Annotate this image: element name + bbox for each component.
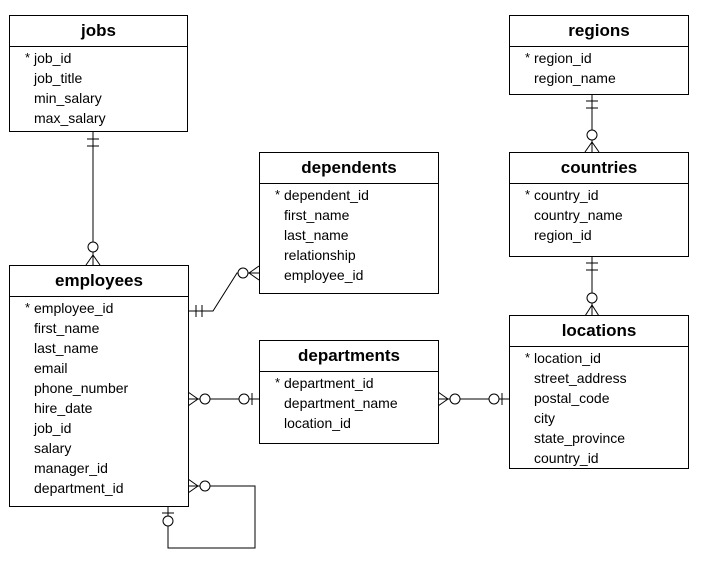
attribute-row: region_name (510, 68, 688, 88)
attribute-row: *country_id (510, 185, 688, 205)
entity-regions[interactable]: regions *region_id region_name (509, 15, 689, 95)
attribute-name: region_name (534, 70, 616, 86)
attribute-name: country_name (534, 207, 623, 223)
attribute-name: min_salary (34, 90, 102, 106)
attribute-row: location_id (260, 413, 438, 433)
attribute-name: postal_code (534, 390, 610, 406)
link-departments-locations (437, 391, 509, 407)
entity-title: countries (510, 153, 688, 184)
link-regions-countries (584, 94, 600, 153)
attribute-row: last_name (10, 338, 188, 358)
attribute-row: relationship (260, 245, 438, 265)
attribute-row: country_name (510, 205, 688, 225)
link-employees-dependents (188, 265, 260, 317)
link-employees-self (162, 478, 256, 549)
attribute-row: last_name (260, 225, 438, 245)
attribute-name: first_name (34, 320, 100, 336)
attribute-row: country_id (510, 448, 688, 468)
entity-countries[interactable]: countries *country_id country_name regio… (509, 152, 689, 257)
attribute-row: *region_id (510, 48, 688, 68)
attribute-name: country_id (534, 187, 599, 203)
attribute-name: last_name (284, 227, 349, 243)
primary-key-marker: * (25, 50, 31, 65)
attribute-row: *job_id (10, 48, 187, 68)
attribute-row: job_title (10, 68, 187, 88)
attribute-row: job_id (10, 418, 188, 438)
primary-key-marker: * (25, 300, 31, 315)
attribute-row: *dependent_id (260, 185, 438, 205)
attribute-name: location_id (534, 350, 601, 366)
entity-title: regions (510, 16, 688, 47)
entity-dependents[interactable]: dependents *dependent_id first_name last… (259, 152, 439, 294)
attribute-name: department_id (284, 375, 374, 391)
attribute-name: state_province (534, 430, 626, 446)
primary-key-marker: * (275, 187, 281, 202)
entity-title: dependents (260, 153, 438, 184)
primary-key-marker: * (525, 350, 531, 365)
entity-locations[interactable]: locations *location_id street_address po… (509, 315, 689, 469)
attribute-row: postal_code (510, 388, 688, 408)
attribute-name: employee_id (284, 267, 364, 283)
entity-title: employees (10, 266, 188, 297)
attribute-row: city (510, 408, 688, 428)
attribute-row: region_id (510, 225, 688, 245)
attribute-name: last_name (34, 340, 99, 356)
primary-key-marker: * (525, 187, 531, 202)
link-employees-departments (187, 391, 259, 407)
attribute-row: first_name (10, 318, 188, 338)
attribute-row: phone_number (10, 378, 188, 398)
attribute-name: region_id (534, 227, 592, 243)
entity-title: jobs (10, 16, 187, 47)
attribute-name: max_salary (34, 110, 106, 126)
attribute-name: city (534, 410, 555, 426)
attribute-name: dependent_id (284, 187, 369, 203)
entity-jobs[interactable]: jobs *job_id job_title min_salary max_sa… (9, 15, 188, 132)
attribute-row: email (10, 358, 188, 378)
attribute-name: first_name (284, 207, 350, 223)
attribute-row: max_salary (10, 108, 187, 128)
link-countries-locations (584, 256, 600, 317)
link-jobs-employees (85, 131, 101, 266)
attribute-name: street_address (534, 370, 627, 386)
attribute-name: email (34, 360, 68, 376)
attribute-name: department_id (34, 480, 124, 496)
attribute-row: department_id (10, 478, 188, 498)
attribute-name: employee_id (34, 300, 114, 316)
entity-departments[interactable]: departments *department_id department_na… (259, 340, 439, 444)
attribute-name: department_name (284, 395, 398, 411)
attribute-row: state_province (510, 428, 688, 448)
attribute-row: hire_date (10, 398, 188, 418)
attribute-row: first_name (260, 205, 438, 225)
attribute-row: street_address (510, 368, 688, 388)
attribute-row: *location_id (510, 348, 688, 368)
primary-key-marker: * (275, 375, 281, 390)
attribute-name: country_id (534, 450, 599, 466)
primary-key-marker: * (525, 50, 531, 65)
attribute-row: employee_id (260, 265, 438, 285)
attribute-row: *department_id (260, 373, 438, 393)
attribute-row: salary (10, 438, 188, 458)
entity-employees[interactable]: employees *employee_id first_name last_n… (9, 265, 189, 507)
entity-title: locations (510, 316, 688, 347)
entity-title: departments (260, 341, 438, 372)
attribute-name: job_title (34, 70, 83, 86)
attribute-name: relationship (284, 247, 356, 263)
attribute-name: manager_id (34, 460, 108, 476)
attribute-row: min_salary (10, 88, 187, 108)
attribute-name: region_id (534, 50, 592, 66)
attribute-name: job_id (34, 420, 72, 436)
attribute-name: salary (34, 440, 72, 456)
attribute-name: job_id (34, 50, 72, 66)
attribute-row: manager_id (10, 458, 188, 478)
attribute-name: location_id (284, 415, 351, 431)
attribute-row: *employee_id (10, 298, 188, 318)
attribute-name: hire_date (34, 400, 93, 416)
attribute-row: department_name (260, 393, 438, 413)
attribute-name: phone_number (34, 380, 129, 396)
